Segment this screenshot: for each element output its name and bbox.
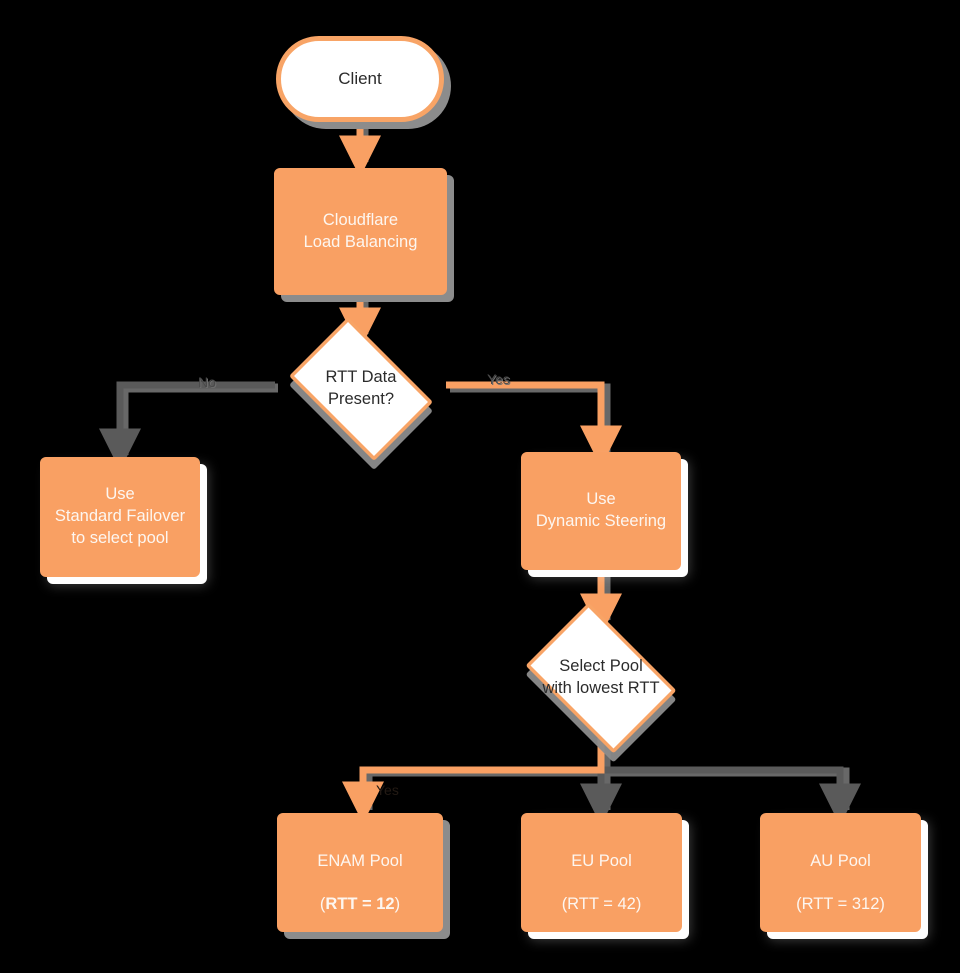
edge-rtt-decision-no-to-standard-failover: [99, 381, 275, 471]
node-dynamic-steering[interactable]: Use Dynamic Steering: [521, 452, 681, 570]
edge-rtt-decision-yes-to-dynamic-steering: [446, 381, 622, 468]
node-enam-pool-label: ENAM Pool (RTT = 12): [317, 829, 402, 916]
node-au-pool-rtt: (RTT = 312): [796, 895, 885, 914]
diamond-shape: [289, 317, 433, 461]
node-au-pool-label: AU Pool (RTT = 312): [796, 829, 885, 916]
edge-select-pool-to-enam-pool: [342, 738, 605, 824]
node-eu-pool-label: EU Pool (RTT = 42): [562, 829, 642, 916]
node-enam-pool-rtt-open: (: [319, 895, 326, 914]
node-cloudflare-load-balancing[interactable]: Cloudflare Load Balancing: [274, 168, 447, 295]
edge-label-yes: Yes: [487, 371, 510, 387]
node-enam-pool-name: ENAM Pool: [317, 851, 403, 870]
node-rtt-data-present-decision[interactable]: RTT Data Present?: [276, 317, 446, 461]
edge-select-pool-to-au-pool: [601, 766, 861, 826]
node-dynamic-steering-label: Use Dynamic Steering: [535, 490, 667, 530]
node-standard-failover[interactable]: Use Standard Failover to select pool: [40, 457, 200, 577]
node-cloudflare-load-balancing-label: Cloudflare Load Balancing: [303, 210, 418, 251]
node-standard-failover-label: Use Standard Failover to select pool: [54, 485, 186, 547]
node-client[interactable]: Client: [276, 36, 444, 122]
node-enam-pool-rtt-value: RTT = 12: [325, 895, 395, 914]
diamond-shape: [525, 602, 677, 754]
node-enam-pool-rtt-close: ): [394, 895, 401, 914]
node-client-label: Client: [338, 68, 382, 88]
node-eu-pool-name: EU Pool: [571, 851, 632, 870]
node-select-pool-decision[interactable]: Select Pool with lowest RTT: [513, 602, 689, 754]
node-enam-pool[interactable]: ENAM Pool (RTT = 12): [277, 813, 443, 932]
edge-label-enam-selected: Yes: [376, 782, 399, 798]
node-au-pool-name: AU Pool: [810, 851, 871, 870]
node-eu-pool[interactable]: EU Pool (RTT = 42): [521, 813, 682, 932]
node-eu-pool-rtt: (RTT = 42): [561, 895, 642, 914]
node-au-pool[interactable]: AU Pool (RTT = 312): [760, 813, 921, 932]
edge-label-no: No: [198, 374, 216, 390]
